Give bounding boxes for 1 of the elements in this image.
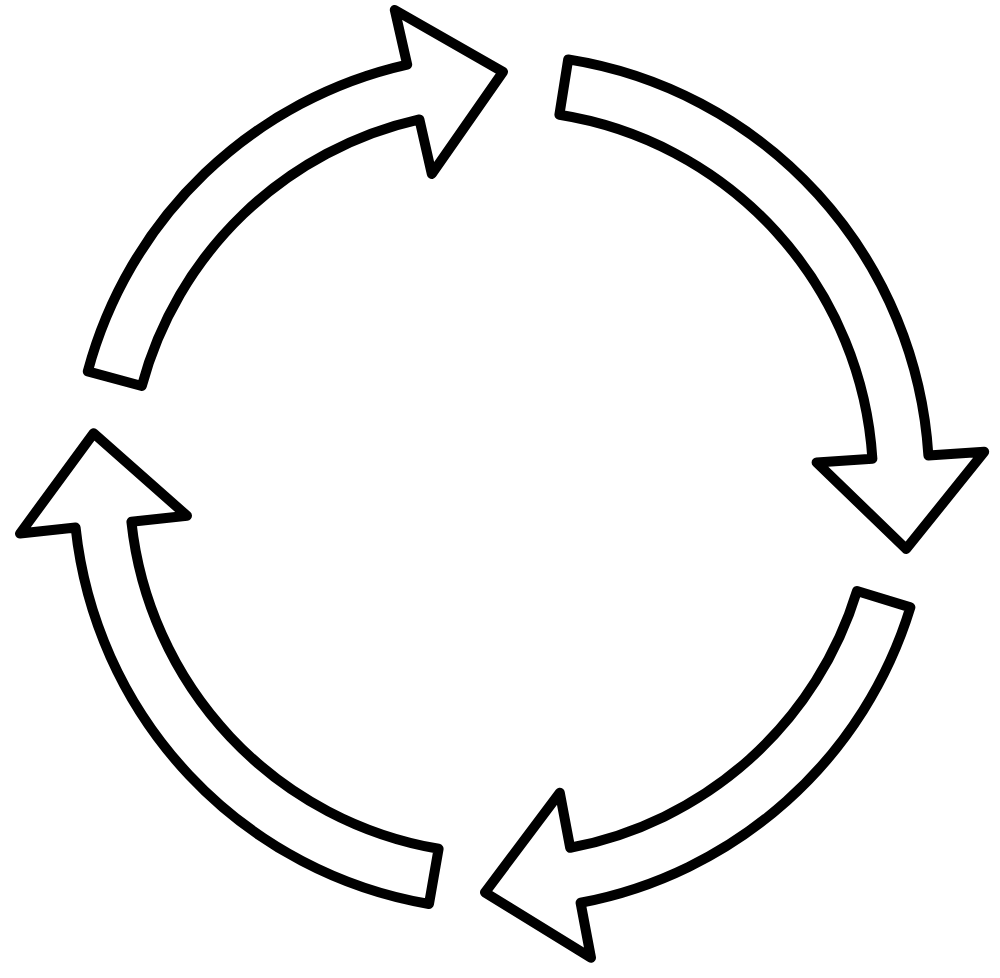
circular-arrows-icon (14, 3, 991, 964)
